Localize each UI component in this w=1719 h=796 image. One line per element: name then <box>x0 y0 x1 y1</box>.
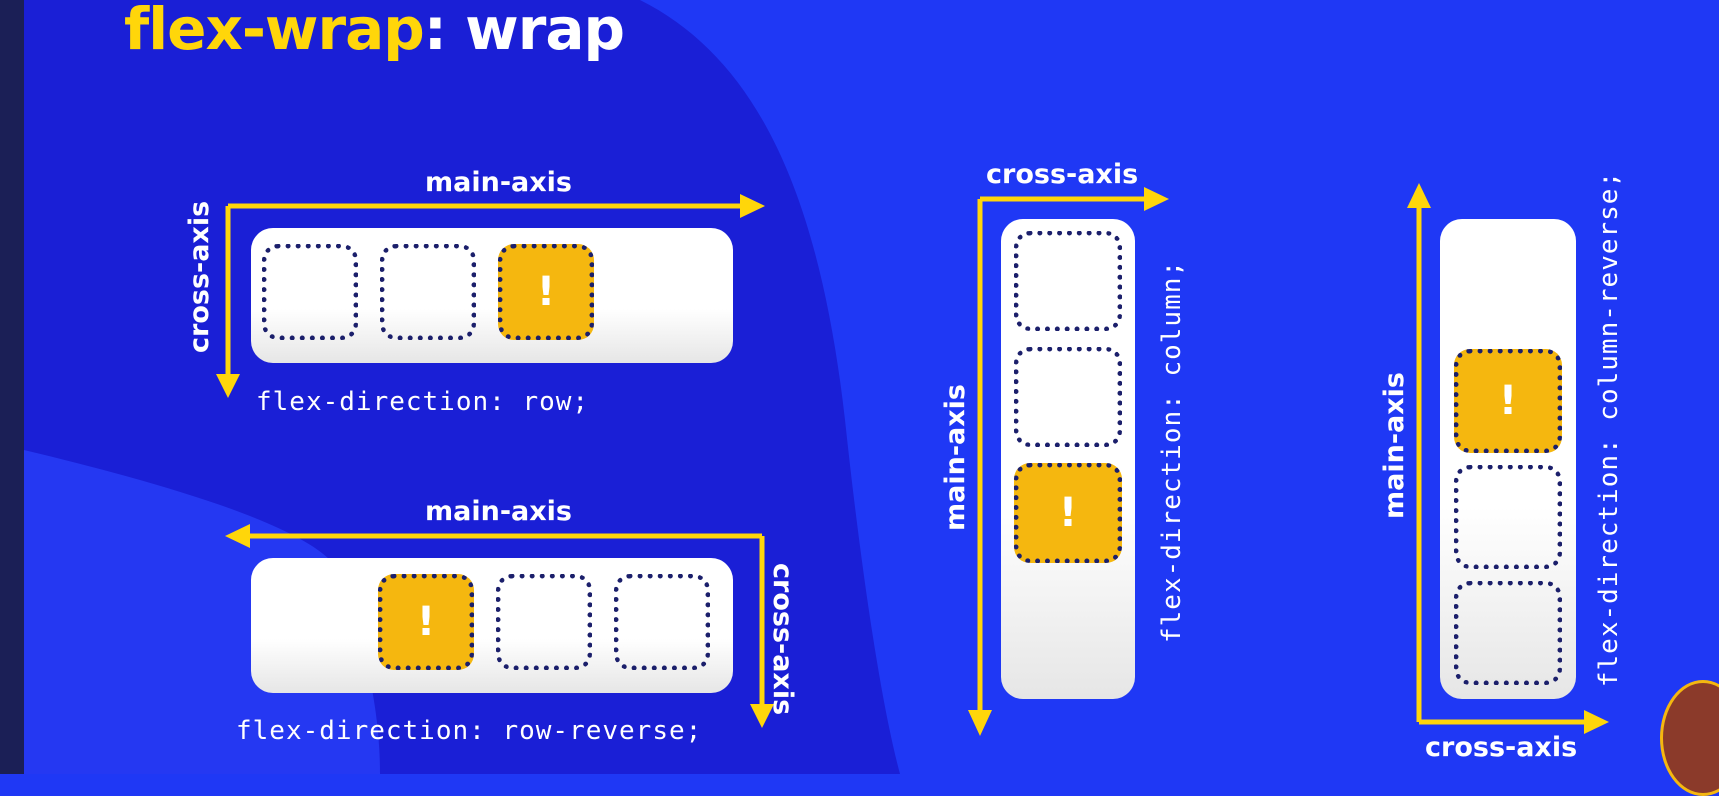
column-flex-container: ! <box>1001 219 1135 699</box>
row-reverse-cross-axis-label: cross-axis <box>767 563 798 716</box>
column-cross-axis-label: cross-axis <box>986 159 1139 190</box>
column-reverse-flex-container: ! <box>1440 219 1576 699</box>
column-code: flex-direction: column; <box>1157 259 1187 643</box>
row-reverse-item-1 <box>614 574 710 670</box>
row-reverse-code: flex-direction: row-reverse; <box>236 716 703 746</box>
row-code: flex-direction: row; <box>256 387 590 417</box>
row-reverse-main-axis-label: main-axis <box>425 496 572 527</box>
title-keyword: flex-wrap <box>124 0 425 63</box>
row-main-axis-label: main-axis <box>425 167 572 198</box>
title-value: : wrap <box>423 0 625 63</box>
row-reverse-item-2 <box>496 574 592 670</box>
column-reverse-item-3-highlighted: ! <box>1454 349 1562 453</box>
row-cross-axis-label: cross-axis <box>184 200 215 353</box>
row-item-1 <box>262 244 358 340</box>
column-reverse-item-1 <box>1454 581 1562 685</box>
column-item-1 <box>1014 231 1122 331</box>
column-item-2 <box>1014 347 1122 447</box>
column-main-axis-label: main-axis <box>940 384 971 531</box>
left-edge-strip <box>0 0 24 774</box>
column-reverse-main-axis-label: main-axis <box>1379 372 1410 519</box>
row-flex-container: ! <box>251 228 733 363</box>
row-item-2 <box>380 244 476 340</box>
column-reverse-item-2 <box>1454 465 1562 569</box>
column-item-3-highlighted: ! <box>1014 463 1122 563</box>
column-reverse-cross-axis-label: cross-axis <box>1425 732 1578 763</box>
page-title: flex-wrap: wrap <box>124 0 625 63</box>
row-reverse-item-3-highlighted: ! <box>378 574 474 670</box>
column-reverse-code: flex-direction: column-reverse; <box>1594 170 1624 688</box>
row-item-3-highlighted: ! <box>498 244 594 340</box>
row-reverse-flex-container: ! <box>251 558 733 693</box>
